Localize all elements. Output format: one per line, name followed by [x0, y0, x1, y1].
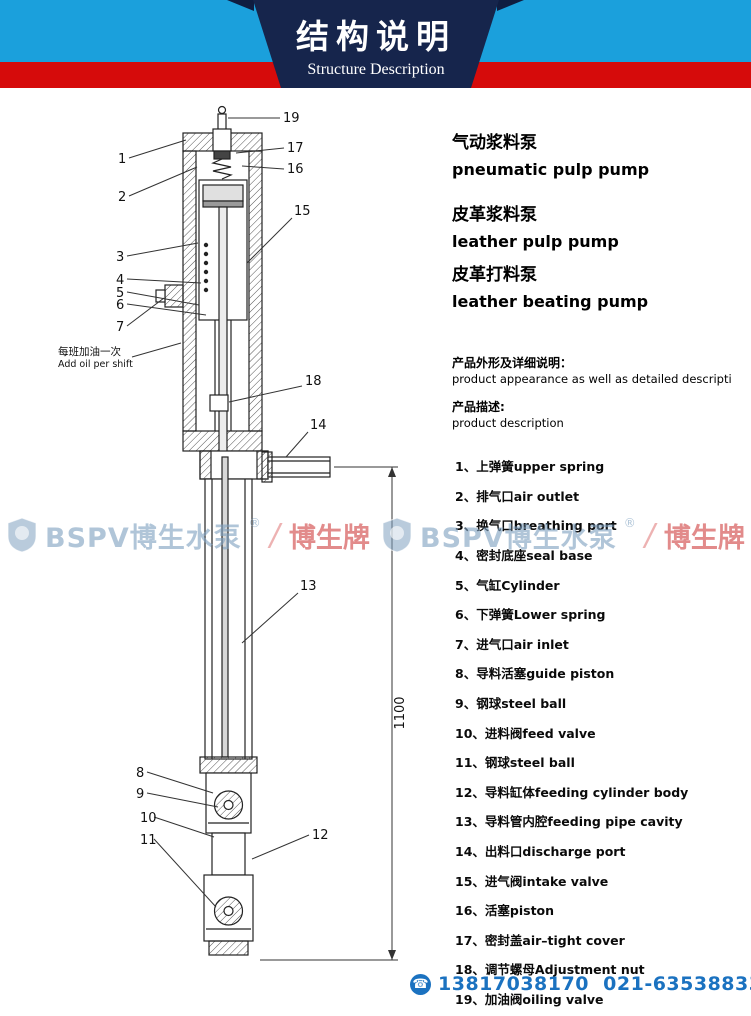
callout-2: 2 [118, 190, 126, 205]
product-name-cn: 皮革浆料泵 [452, 205, 537, 225]
callout-3: 3 [116, 250, 124, 265]
phone-numbers: 13817038170 021-63538833 [438, 973, 751, 995]
product-desc-cn: 产品描述: [452, 400, 505, 414]
part-item: 5、气缸Cylinder [455, 577, 560, 593]
product-group-1: 气动浆料泵 pneumatic pulp pump [452, 130, 750, 182]
product-name-cn: 气动浆料泵 [452, 133, 537, 153]
ribbon-wing-left [227, 0, 254, 11]
pump-body [155, 105, 331, 956]
callout-labels: 1 2 3 4 5 6 7 8 9 10 11 12 13 14 15 16 1… [116, 111, 329, 848]
dimension-label: 1100 [393, 696, 408, 729]
callout-14: 14 [310, 418, 327, 433]
oil-note-en: Add oil per shift [58, 359, 133, 370]
callout-leaders [126, 117, 398, 961]
callout-11: 11 [140, 833, 157, 848]
callout-18: 18 [305, 374, 322, 389]
piston-rod [218, 206, 228, 458]
product-desc-en: product description [452, 416, 564, 430]
callout-6: 6 [116, 298, 124, 313]
part-item: 18、调节螺母Adjustment nut [455, 962, 645, 978]
callout-4: 4 [116, 273, 124, 288]
page-title-en: Structure Description [307, 61, 445, 78]
callout-13: 13 [300, 579, 317, 594]
part-item: 8、导料活塞guide piston [455, 666, 615, 682]
part-item: 17、密封盖air–tight cover [455, 932, 625, 948]
part-item: 7、进气口air inlet [455, 636, 569, 652]
callout-10: 10 [140, 811, 157, 826]
part-item: 1、上弹簧upper spring [455, 459, 605, 475]
oiling-valve-knob [217, 105, 227, 115]
banner: 结构说明 Structure Description [0, 0, 751, 88]
part-item: 19、加油阀oiling valve [455, 991, 604, 1007]
part-item: 11、钢球steel ball [455, 755, 575, 771]
guide-piston [199, 756, 258, 774]
part-item: 15、进气阀intake valve [455, 873, 609, 889]
callout-5: 5 [116, 286, 124, 301]
dimension-arrows [388, 467, 396, 960]
part-item: 14、出料口discharge port [455, 844, 626, 860]
contact-phone: ☎ 13817038170 021-63538833 [410, 973, 751, 995]
ribbon-wing-right [497, 0, 524, 11]
page-title-cn: 结构说明 [296, 17, 456, 56]
oil-note-cn: 每班加油一次 [58, 345, 121, 358]
piston [202, 184, 244, 202]
appearance-note-en: product appearance as well as detailed d… [452, 372, 732, 386]
part-item: 16、活塞piston [455, 903, 555, 919]
callout-7: 7 [116, 320, 124, 335]
air-inlet [164, 284, 184, 308]
adjustment-nut [213, 150, 231, 160]
part-item: 10、进料阀feed valve [455, 725, 596, 741]
part-item: 9、钢球steel ball [455, 696, 567, 712]
part-item: 2、排气口air outlet [455, 488, 580, 504]
callout-19: 19 [283, 111, 300, 126]
product-name-en: leather pulp pump [452, 232, 619, 251]
description-block: 产品外形及详细说明： product appearance as well as… [452, 355, 750, 431]
cylinder-wall-left [182, 150, 197, 432]
cylinder-wall-right [248, 150, 263, 432]
part-item: 12、导料缸体feeding cylinder body [455, 784, 689, 800]
adjustment-nut-lower [209, 394, 229, 412]
upper-spring [211, 158, 233, 180]
callout-8: 8 [136, 766, 144, 781]
appearance-note-cn: 产品外形及详细说明： [452, 356, 573, 370]
part-item: 3、换气口breathing port [455, 518, 617, 534]
phone-icon: ☎ [410, 973, 431, 995]
product-group-3: 皮革打料泵 leather beating pump [452, 262, 750, 314]
lower-spring [203, 242, 209, 293]
product-group-2: 皮革浆料泵 leather pulp pump [452, 202, 750, 254]
part-item: 6、下弹簧Lower spring [455, 607, 606, 623]
product-name-en: leather beating pump [452, 292, 649, 311]
product-name-en: pneumatic pulp pump [452, 160, 650, 179]
callout-16: 16 [287, 162, 304, 177]
product-name-cn: 皮革打料泵 [452, 265, 537, 285]
callout-12: 12 [312, 828, 329, 843]
title-ribbon: 结构说明 Structure Description [253, 0, 499, 88]
callout-9: 9 [136, 787, 144, 802]
pump-diagram: 1 2 3 4 5 6 7 8 9 10 11 12 13 14 15 16 1… [58, 105, 408, 961]
discharge-port [267, 456, 331, 478]
part-item: 4、密封底座seal base [455, 548, 593, 564]
callout-1: 1 [118, 152, 126, 167]
callout-15: 15 [294, 204, 311, 219]
callout-17: 17 [287, 141, 304, 156]
parts-list: 1、上弹簧upper spring 2、排气口air outlet 3、换气口b… [455, 451, 751, 1013]
part-item: 13、导料管内腔feeding pipe cavity [455, 814, 683, 830]
